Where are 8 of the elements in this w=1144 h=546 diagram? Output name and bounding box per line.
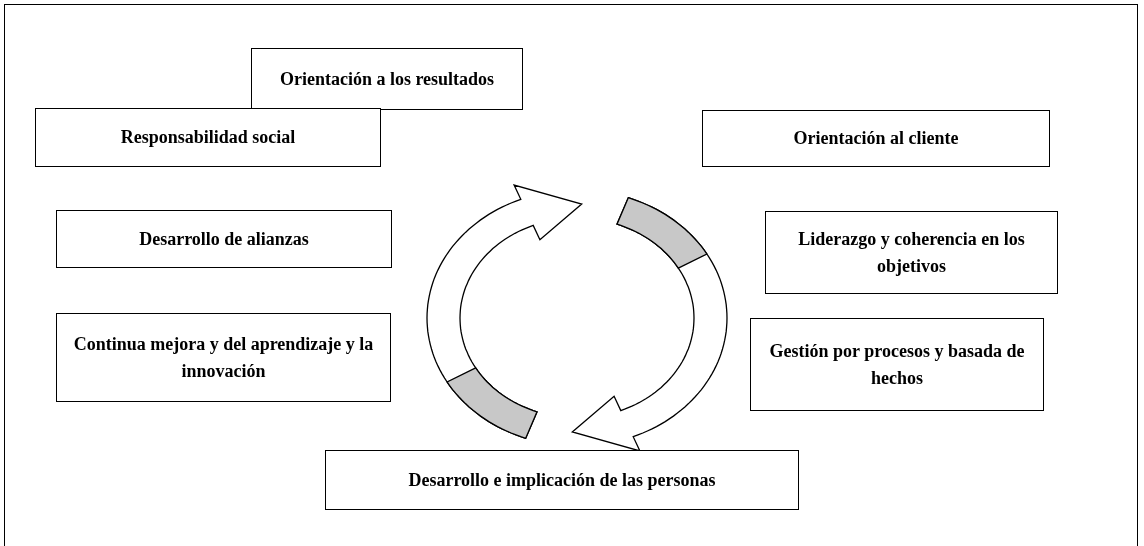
label-box: Gestión por procesos y basada de hechos: [750, 318, 1044, 411]
label-box: Desarrollo e implicación de las personas: [325, 450, 799, 510]
label-box: Responsabilidad social: [35, 108, 381, 167]
label-box: Orientación al cliente: [702, 110, 1050, 167]
label-box: Continua mejora y del aprendizaje y la innovación: [56, 313, 391, 402]
label-box: Liderazgo y coherencia en los objetivos: [765, 211, 1058, 294]
label-box: Desarrollo de alianzas: [56, 210, 392, 268]
label-box: Orientación a los resultados: [251, 48, 523, 110]
